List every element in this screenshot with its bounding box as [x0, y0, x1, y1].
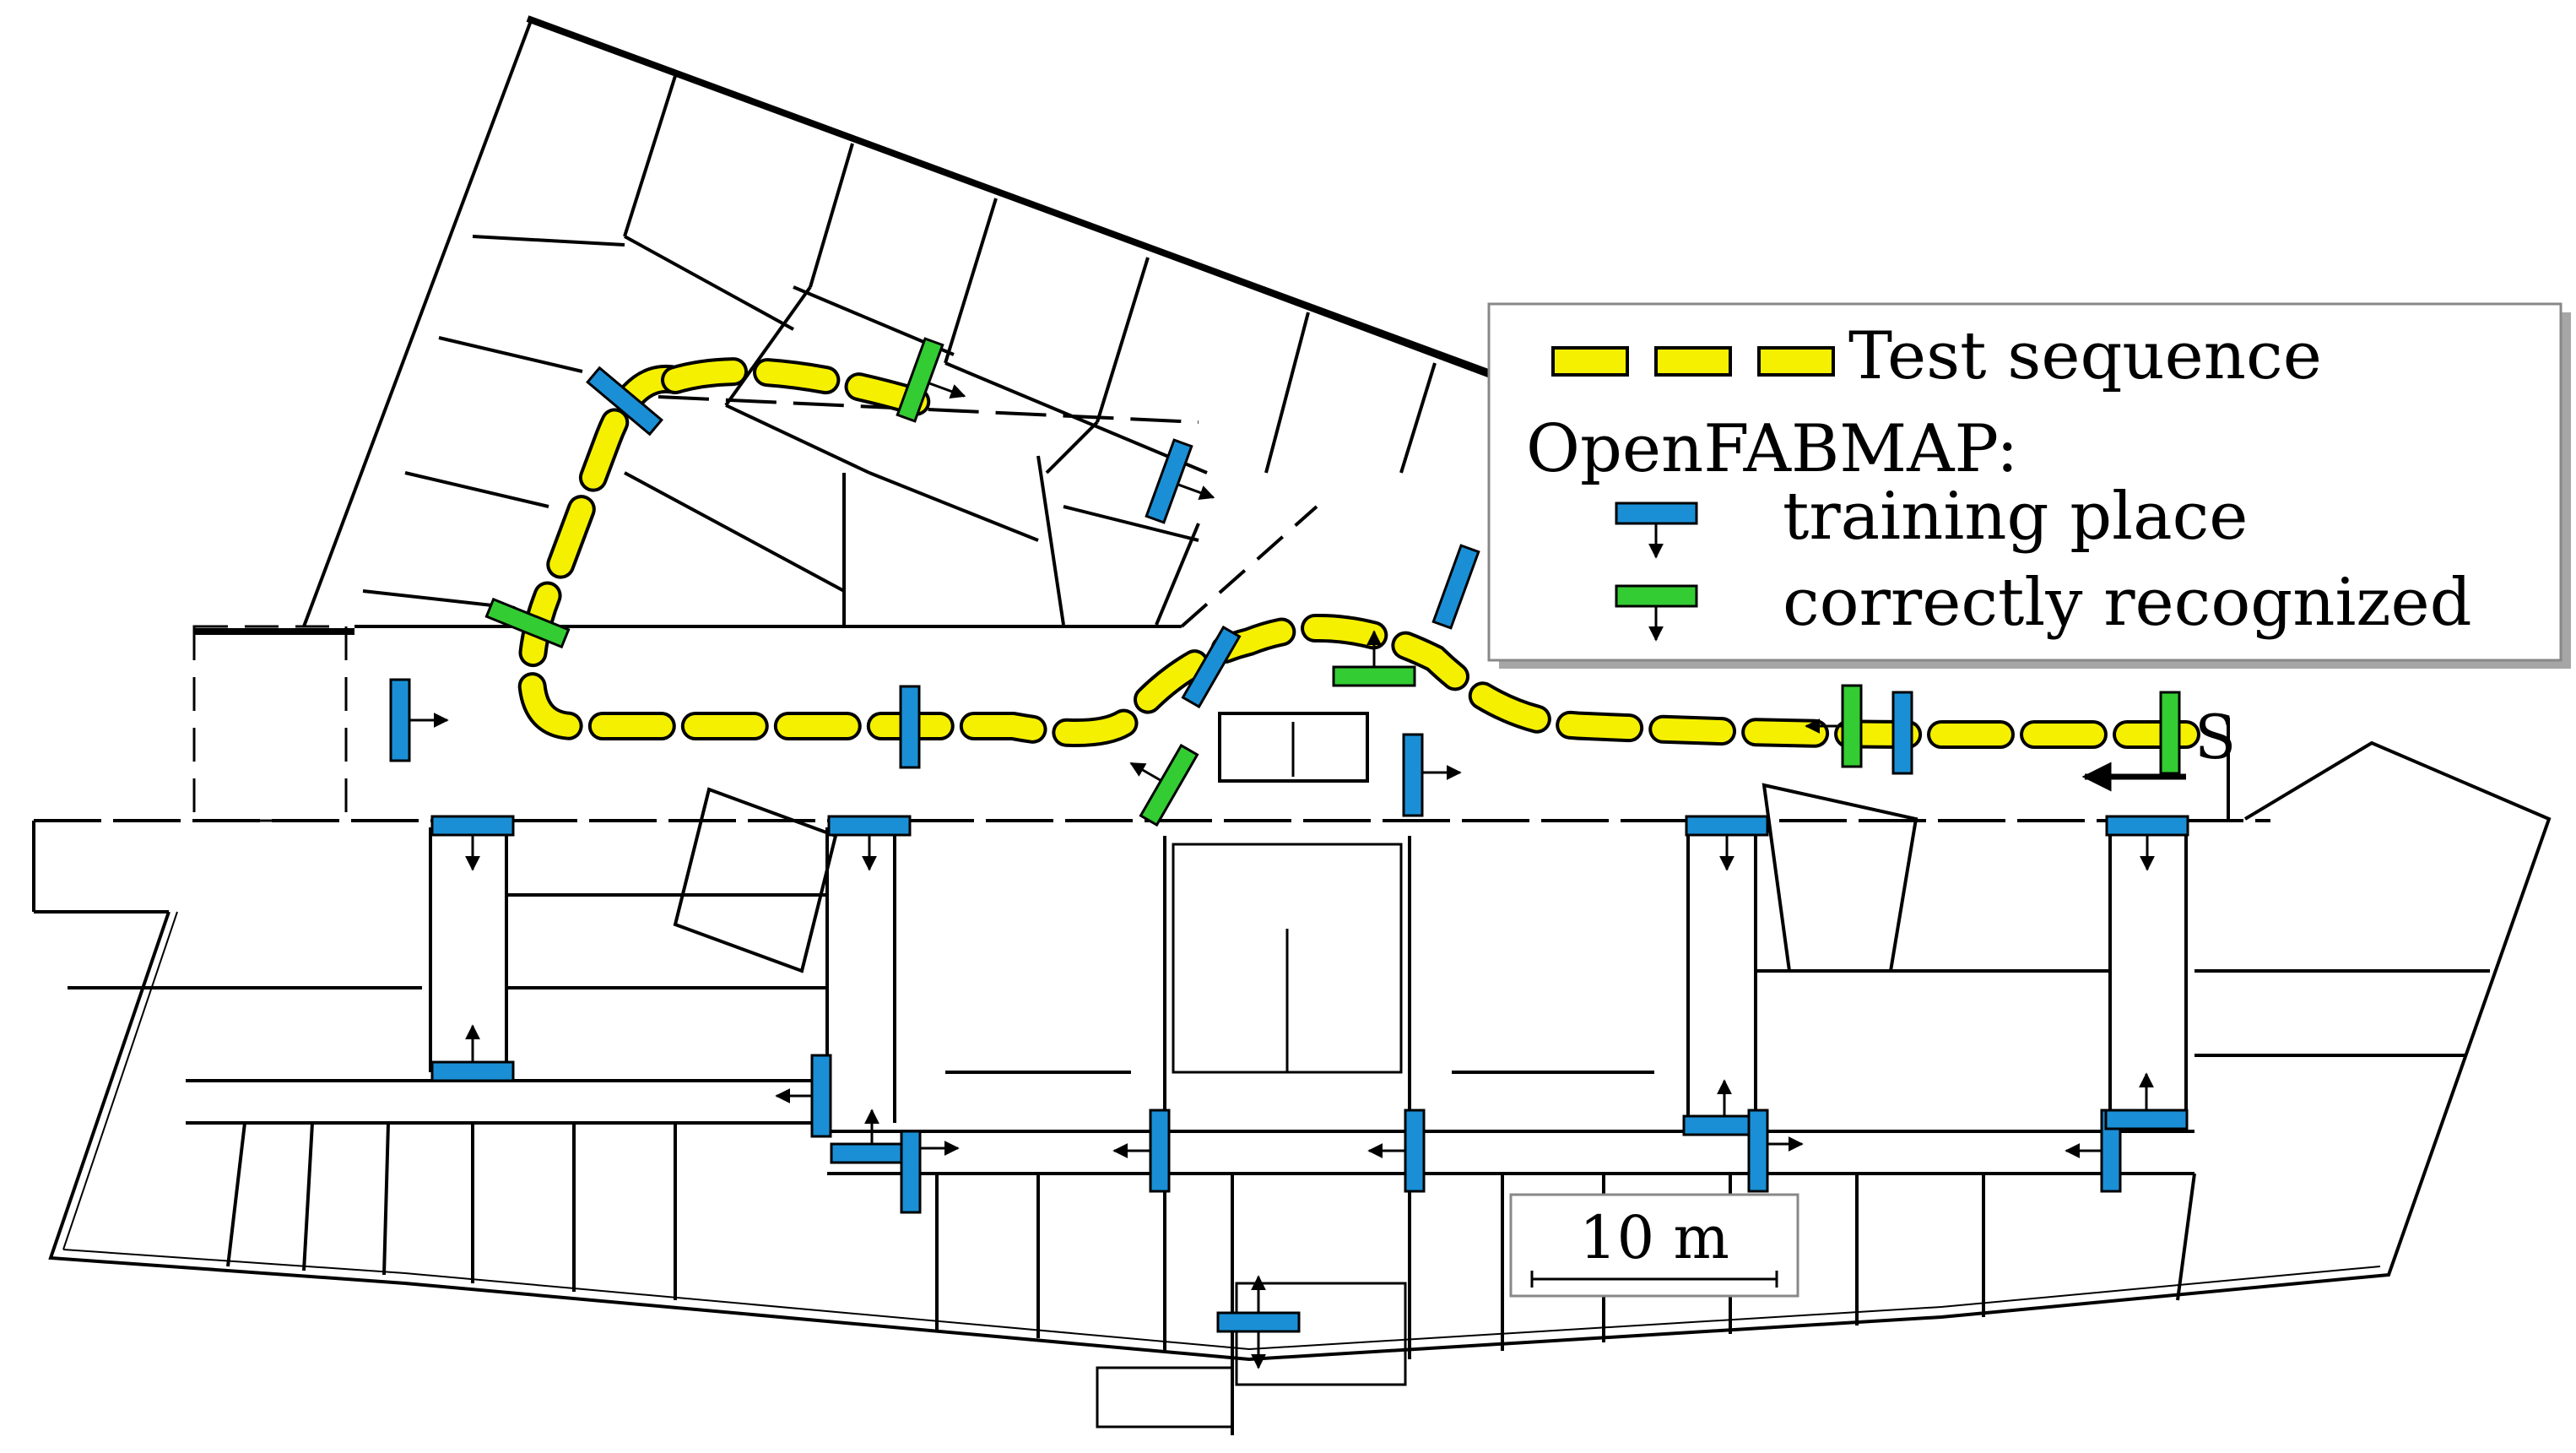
legend-correctly-recognized-label: correctly recognized: [1783, 565, 2472, 641]
scale-bar: 10 m: [1509, 1193, 1799, 1298]
training-place-marker: [900, 1130, 960, 1214]
training-place-marker: [1112, 1109, 1171, 1193]
recognized-marker: [896, 337, 966, 423]
scale-bar-label: 10 m: [1579, 1203, 1729, 1272]
training-place-marker: [1431, 544, 1480, 630]
legend-test-sequence-label: Test sequence: [1848, 318, 2322, 394]
training-place-marker: [1145, 438, 1215, 524]
training-place-marker: [1181, 625, 1242, 709]
training-place-marker: [1747, 1109, 1804, 1193]
training-place-marker: [1367, 1109, 1426, 1193]
training-place-marker: [827, 815, 912, 871]
training-place-marker: [2105, 815, 2189, 871]
legend-method-label: OpenFABMAP:: [1526, 411, 2018, 487]
training-place-marker: [1685, 815, 1769, 871]
correctly-recognized-markers: [484, 337, 2181, 827]
training-place-marker: [2065, 1109, 2122, 1193]
legend-training-place-label: training place: [1783, 479, 2248, 555]
recognized-marker: [484, 597, 571, 649]
start-label: S: [2194, 702, 2236, 773]
training-place-marker: [430, 1024, 515, 1082]
training-place-marker: [775, 1054, 832, 1138]
recognized-marker: [1332, 630, 1416, 687]
recognized-marker: [1129, 743, 1199, 827]
training-place-marker: [1216, 1275, 1301, 1369]
training-place-marker: [899, 685, 921, 769]
training-place-marker: [586, 366, 663, 436]
recognized-marker: [1805, 684, 1863, 768]
legend-correctly-recognized-swatch: [1615, 584, 1698, 642]
training-place-marker: [1402, 733, 1462, 817]
recognized-marker: [2159, 691, 2181, 775]
training-place-marker: [389, 678, 449, 762]
training-place-marker: [2104, 1072, 2189, 1130]
training-place-markers: [389, 366, 2189, 1369]
building-walls: [32, 15, 2552, 1435]
legend: Test sequence OpenFABMAP: training place…: [1487, 302, 2571, 669]
legend-test-sequence-swatch: [1551, 346, 1835, 377]
training-place-marker: [430, 815, 515, 871]
legend-training-place-swatch: [1615, 502, 1698, 559]
training-place-marker: [1891, 691, 1913, 775]
